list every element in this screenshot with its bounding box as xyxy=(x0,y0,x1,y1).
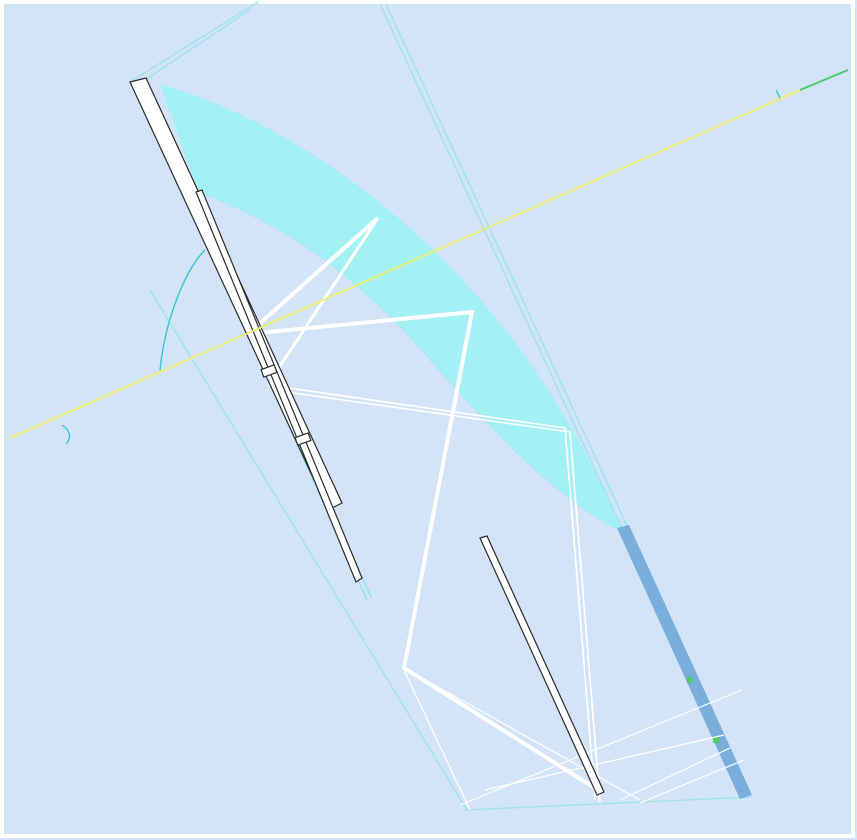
outer-frame xyxy=(129,1,753,811)
yellow-axis-line xyxy=(9,89,801,439)
sail-lower-edge xyxy=(197,191,623,533)
white-wireframe xyxy=(246,216,745,811)
green-axis-line xyxy=(799,69,849,91)
cyan-curves xyxy=(61,89,781,445)
scale-strip xyxy=(617,525,752,799)
mast-bars xyxy=(129,77,605,796)
